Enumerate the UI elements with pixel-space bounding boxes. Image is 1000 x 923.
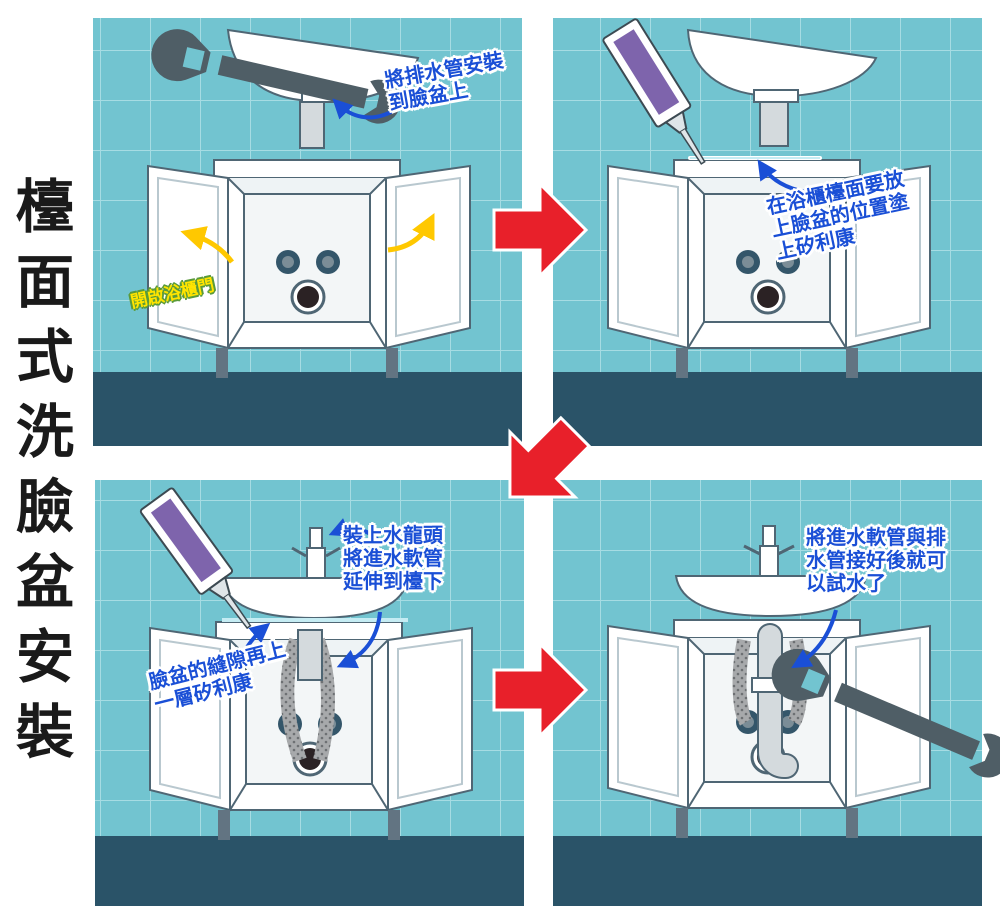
faucet-icon	[291, 527, 341, 579]
step-2-panel	[553, 17, 982, 446]
step-3-panel	[95, 480, 524, 906]
step-1-panel	[93, 18, 522, 446]
step-3-faucet-note: 裝上水龍頭將進水軟管延伸到檯下	[343, 523, 443, 593]
curved-pointer-arrow	[332, 98, 396, 120]
step-4-panel	[553, 480, 1000, 906]
page-title: 檯面式洗臉盆安裝	[15, 173, 74, 766]
step-4-note: 將進水軟管與排水管接好後就可以試水了	[806, 525, 946, 595]
